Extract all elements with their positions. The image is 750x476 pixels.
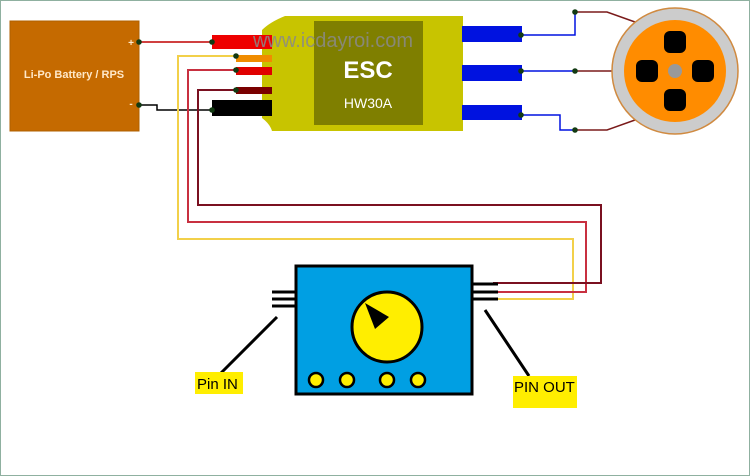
battery-minus-label: - bbox=[129, 99, 132, 110]
esc-lead-red bbox=[212, 35, 272, 49]
watermark: www.icdayroi.com bbox=[252, 30, 413, 52]
tester-led-4 bbox=[409, 371, 427, 389]
signal-wire-dark-red bbox=[197, 89, 602, 284]
esc-lead-orange bbox=[236, 55, 272, 62]
pin-in-label-bg bbox=[195, 372, 243, 394]
battery-negative-wire bbox=[139, 104, 212, 111]
battery-label: Li-Po Battery / RPS bbox=[24, 69, 124, 81]
motor-shaft bbox=[668, 64, 682, 78]
pin-out-label: PIN OUT bbox=[514, 379, 575, 396]
pin-out-pointer bbox=[483, 309, 531, 377]
motor-slot-top bbox=[664, 31, 686, 53]
motor-slot-left bbox=[636, 60, 658, 82]
esc-output-lead-3 bbox=[462, 105, 522, 120]
pin-out-label-bg bbox=[513, 376, 577, 408]
servo-tester bbox=[272, 264, 498, 396]
motor-wire-3-brown bbox=[575, 119, 636, 131]
esc-lead-black bbox=[212, 100, 272, 116]
esc-output-lead-2 bbox=[462, 65, 522, 81]
signal-wire-yellow bbox=[177, 55, 574, 300]
connection-nodes bbox=[136, 9, 578, 133]
battery-block bbox=[9, 20, 140, 132]
tester-led-1 bbox=[307, 371, 325, 389]
tester-knob[interactable] bbox=[350, 290, 424, 364]
esc-title: ESC bbox=[343, 57, 392, 84]
motor bbox=[611, 7, 739, 135]
motor-wire-1-brown bbox=[575, 11, 636, 23]
tester-led-2 bbox=[338, 371, 356, 389]
knob-pointer bbox=[365, 303, 389, 329]
pin-in-label: Pin IN bbox=[197, 376, 238, 393]
esc-lead-red-signal bbox=[236, 67, 272, 75]
pin-in-pointer bbox=[218, 315, 279, 376]
esc-lead-dark-red bbox=[236, 87, 272, 94]
battery-plus-label: + bbox=[128, 38, 134, 49]
esc-model: HW30A bbox=[344, 95, 393, 111]
signal-wire-red bbox=[187, 69, 587, 293]
motor-slot-right bbox=[692, 60, 714, 82]
motor-wire-3-blue bbox=[521, 114, 575, 131]
esc-output-lead-1 bbox=[462, 26, 522, 42]
tester-led-3 bbox=[378, 371, 396, 389]
motor-slot-bottom bbox=[664, 89, 686, 111]
motor-wire-1-blue bbox=[521, 12, 576, 36]
esc-panel bbox=[314, 21, 423, 125]
